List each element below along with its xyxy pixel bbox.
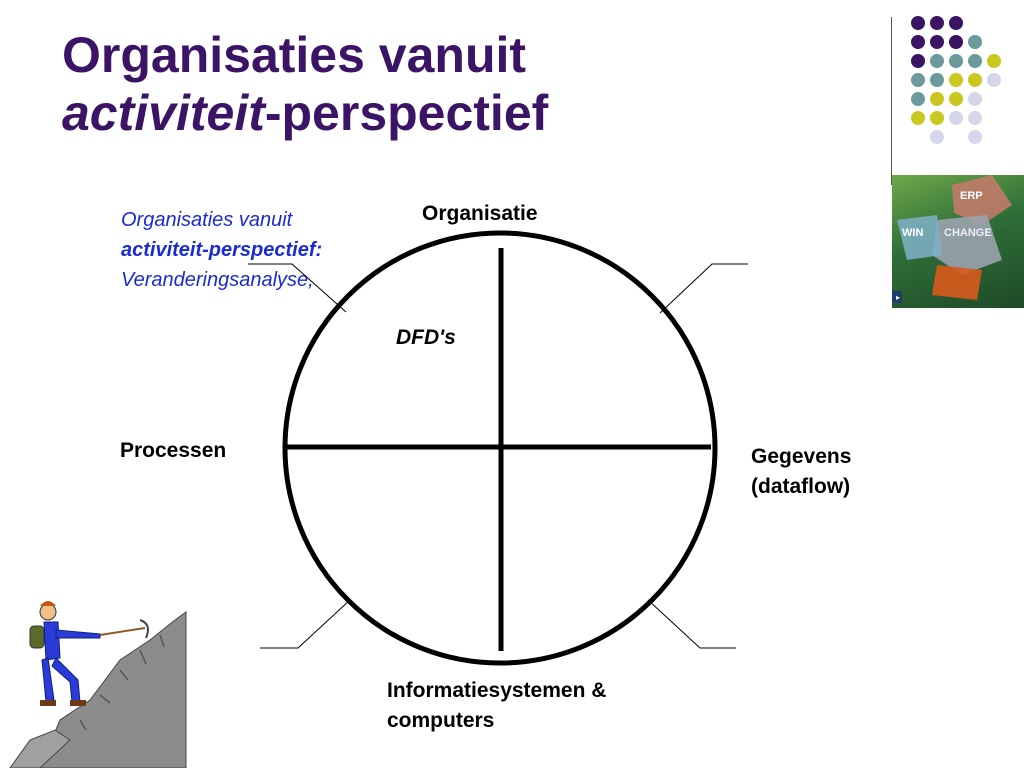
note-line2: activiteit-perspectief: <box>121 239 323 261</box>
diagram-circle <box>282 230 718 666</box>
leader-top-right <box>659 263 748 314</box>
mountain-climber-icon <box>9 601 187 768</box>
decoration-dot <box>949 35 963 49</box>
svg-text:▸: ▸ <box>896 293 900 302</box>
slide-title: Organisaties vanuit activiteit-perspecti… <box>62 26 548 142</box>
decoration-dot <box>968 54 982 68</box>
puzzle-pieces-icon: ▸ <box>892 175 1012 303</box>
puzzle-image: ▸ ERP CHANGE WIN <box>892 175 1024 308</box>
decoration-dot <box>911 54 925 68</box>
decoration-dot <box>930 130 944 144</box>
decoration-dot <box>949 92 963 106</box>
decoration-dot <box>949 73 963 87</box>
note-line3: Veranderingsanalyse, <box>121 269 314 291</box>
decoration-dot <box>949 16 963 30</box>
decoration-dot <box>987 73 1001 87</box>
label-gegevens-line1: Gegevens <box>751 445 852 468</box>
label-processen: Processen <box>120 439 227 462</box>
leader-top-left <box>248 263 347 313</box>
divider-line <box>891 17 892 185</box>
label-gegevens: Gegevens (dataflow) <box>751 442 851 502</box>
decoration-dot <box>930 35 944 49</box>
decoration-dot <box>930 73 944 87</box>
leader-bottom-right <box>647 599 736 649</box>
label-informatiesystemen: Informatiesystemen & computers <box>387 676 606 736</box>
decoration-dot <box>987 54 1001 68</box>
label-organisatie: Organisatie <box>422 202 538 225</box>
decoration-dot <box>911 73 925 87</box>
annotation-note: Organisaties vanuit activiteit-perspecti… <box>121 205 322 295</box>
decoration-dot <box>930 92 944 106</box>
title-rest: -perspectief <box>264 85 549 141</box>
label-informatiesystemen-line1: Informatiesystemen & <box>387 679 607 702</box>
dot-grid-decoration <box>911 16 1001 144</box>
label-gegevens-line2: (dataflow) <box>751 475 851 498</box>
decoration-dot <box>949 111 963 125</box>
decoration-dot <box>930 111 944 125</box>
decoration-dot <box>968 73 982 87</box>
label-dfds: DFD's <box>396 326 456 349</box>
decoration-dot <box>949 54 963 68</box>
decoration-dot <box>968 92 982 106</box>
note-line1: Organisaties vanuit <box>121 209 293 231</box>
decoration-dot <box>911 16 925 30</box>
title-line1: Organisaties vanuit <box>62 27 527 83</box>
decoration-dot <box>968 35 982 49</box>
decoration-dot <box>911 111 925 125</box>
puzzle-text-change: CHANGE <box>944 227 992 239</box>
decoration-dot <box>930 16 944 30</box>
puzzle-text-erp: ERP <box>960 190 983 202</box>
leader-bottom-left <box>260 599 351 649</box>
decoration-dot <box>911 92 925 106</box>
label-informatiesystemen-line2: computers <box>387 709 495 732</box>
decoration-dot <box>930 54 944 68</box>
decoration-dot <box>968 111 982 125</box>
decoration-dot <box>968 130 982 144</box>
decoration-dot <box>911 35 925 49</box>
puzzle-text-win: WIN <box>902 227 924 239</box>
title-italic: activiteit <box>62 85 265 141</box>
